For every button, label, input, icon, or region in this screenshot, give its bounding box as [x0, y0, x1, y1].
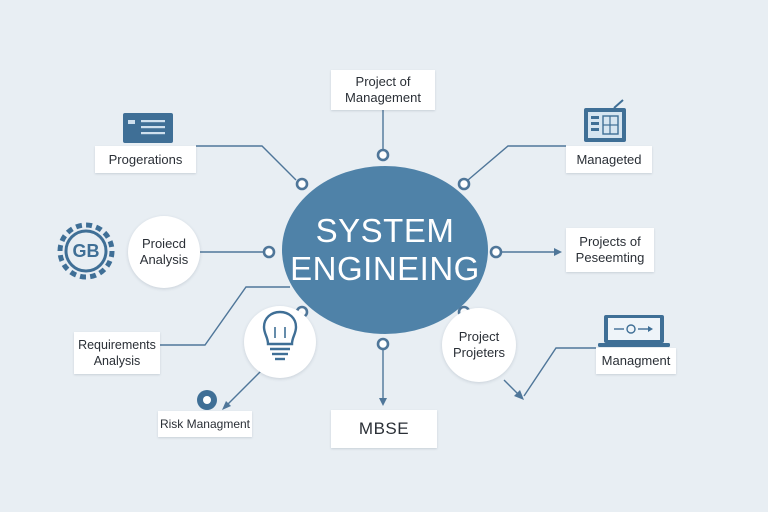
hub-line: SYSTEM	[315, 212, 455, 249]
node-mbse[interactable]: MBSE	[331, 410, 437, 448]
node-line: Projeters	[452, 345, 506, 360]
arrowhead-peseemting	[554, 248, 562, 256]
arrowhead-risk	[222, 401, 231, 410]
junction-top	[376, 148, 390, 162]
node-label: Managment	[601, 353, 671, 368]
node-line: Peseemting	[575, 250, 645, 265]
junction-left	[262, 245, 276, 259]
node-manageted[interactable]: Manageted	[566, 146, 652, 173]
lightbulb-node[interactable]	[244, 306, 316, 378]
node-line: Project	[458, 329, 500, 344]
hub-line: ENGINEING	[290, 250, 480, 287]
arrowhead-mbse	[379, 398, 387, 406]
node-line: Project of	[355, 74, 411, 89]
connector-requirements	[160, 286, 290, 346]
node-requirements-analysis[interactable]: Requirements Analysis	[74, 332, 160, 374]
node-proiecd-analysis[interactable]: Proiecd Analysis	[128, 216, 200, 288]
gear-label: GB	[72, 241, 100, 261]
laptop-icon	[598, 315, 670, 347]
node-line: Requirements	[78, 338, 156, 352]
connector-manageted	[467, 145, 566, 181]
node-progerations[interactable]: Progerations	[95, 146, 196, 173]
junction-upper-left	[295, 177, 309, 191]
browser-window-icon	[123, 113, 173, 143]
node-label: MBSE	[358, 419, 410, 438]
gear-icon	[57, 222, 115, 280]
arrowhead-projecters	[514, 390, 524, 400]
node-label: Manageted	[576, 151, 642, 167]
junction-right	[489, 245, 503, 259]
node-projects-of-peseemting[interactable]: Projects of Peseemting	[566, 228, 654, 272]
node-line: Analysis	[93, 354, 141, 368]
node-project-projeters[interactable]: Project Projeters	[442, 308, 516, 382]
connector-progerations	[196, 145, 297, 181]
connector-risk	[225, 369, 263, 407]
junction-upper-right	[457, 177, 471, 191]
node-risk-managment[interactable]: Risk Managment	[158, 411, 252, 437]
junction-bottom	[376, 337, 390, 351]
node-line: Proiecd	[141, 236, 187, 251]
node-line: Management	[345, 90, 421, 105]
node-project-of-management[interactable]: Project of Management	[331, 70, 435, 110]
dashboard-board-icon	[584, 99, 626, 142]
hub-system-engineering[interactable]: SYSTEM ENGINEING	[282, 166, 488, 334]
node-label: Progerations	[108, 151, 183, 167]
node-label: Risk Managment	[159, 417, 251, 431]
node-line: Projects of	[579, 234, 641, 249]
node-managment[interactable]: Managment	[596, 348, 676, 374]
node-line: Analysis	[139, 252, 189, 267]
compass-icon	[197, 390, 217, 410]
connector-managment	[523, 347, 596, 397]
